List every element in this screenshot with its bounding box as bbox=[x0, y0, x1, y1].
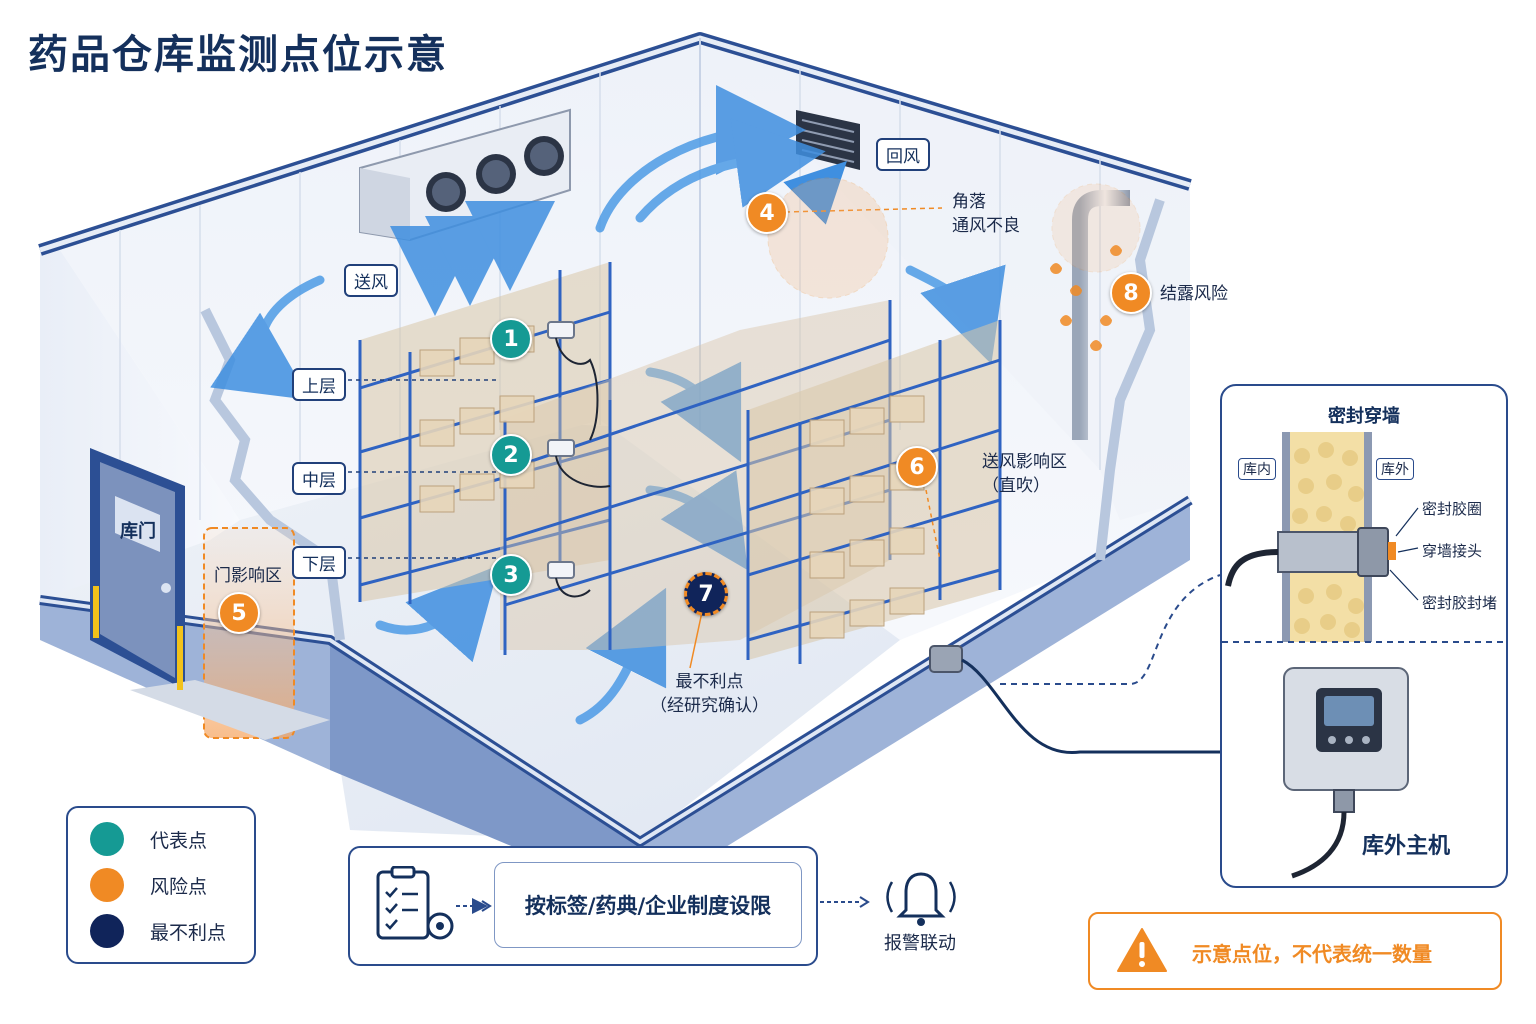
supply-air-tag: 送风 bbox=[344, 264, 398, 297]
legend-worst-label: 最不利点 bbox=[150, 921, 227, 944]
return-air-tag: 回风 bbox=[876, 138, 930, 171]
condensation-pipe bbox=[1050, 183, 1141, 440]
legend-representative: 代表点 bbox=[90, 822, 207, 856]
inside-label: 库内 bbox=[1238, 458, 1276, 480]
point-8-badge: 8 bbox=[1110, 272, 1152, 314]
point-6-label-line2: （直吹） bbox=[982, 476, 1050, 496]
part-sealant: 密封胶封堵 bbox=[1422, 594, 1498, 612]
host-label: 库外主机 bbox=[1362, 834, 1451, 859]
legend-worst: 最不利点 bbox=[90, 914, 226, 948]
level-upper-tag: 上层 bbox=[292, 368, 346, 401]
point-2-badge: 2 bbox=[490, 434, 532, 476]
point-6-label: 送风影响区 （直吹） bbox=[982, 450, 1067, 498]
legend-risk-label: 风险点 bbox=[150, 875, 208, 898]
teal-dot-icon bbox=[90, 822, 124, 856]
point-7-badge: 7 bbox=[684, 572, 728, 616]
warning-icon bbox=[1117, 928, 1167, 972]
point-7-label-line1: 最不利点 bbox=[675, 672, 744, 692]
legend-risk: 风险点 bbox=[90, 868, 207, 902]
point-4-badge: 4 bbox=[746, 192, 788, 234]
level-middle-tag: 中层 bbox=[292, 462, 346, 495]
warehouse-door bbox=[90, 448, 185, 690]
part-seal-ring: 密封胶圈 bbox=[1422, 500, 1483, 518]
point-7-label: 最不利点 （经研究确认） bbox=[650, 670, 769, 718]
legend: 代表点 风险点 最不利点 bbox=[66, 806, 256, 964]
arrow-to-alarm-icon bbox=[820, 896, 870, 908]
seal-detail-panel: 密封穿墙 库内 库外 密封胶圈 穿墙接头 密封胶封堵 库外主机 bbox=[1220, 384, 1508, 888]
point-3-badge: 3 bbox=[490, 554, 532, 596]
level-lower-tag: 下层 bbox=[292, 546, 346, 579]
orange-dot-icon bbox=[90, 868, 124, 902]
point-4-label-line1: 角落 bbox=[952, 192, 986, 212]
point-4-label-line2: 通风不良 bbox=[952, 216, 1020, 236]
checklist-gear-icon bbox=[376, 866, 454, 940]
outside-label: 库外 bbox=[1376, 458, 1414, 480]
point-4-label: 角落 通风不良 bbox=[952, 190, 1020, 238]
alarm-bell-icon bbox=[886, 872, 956, 926]
warning-text: 示意点位，不代表统一数量 bbox=[1192, 942, 1432, 966]
legend-representative-label: 代表点 bbox=[150, 829, 208, 852]
panel-title: 密封穿墙 bbox=[1328, 406, 1400, 427]
point-5-badge: 5 bbox=[218, 592, 260, 634]
door-zone-label: 门影响区 bbox=[214, 566, 282, 586]
navy-dot-icon bbox=[90, 914, 124, 948]
point-6-badge: 6 bbox=[896, 446, 938, 488]
door-label: 库门 bbox=[120, 521, 156, 542]
limit-setting-box: 按标签/药典/企业制度设限 bbox=[494, 862, 802, 948]
wall-penetration-connector bbox=[929, 574, 1221, 754]
warning-box: 示意点位，不代表统一数量 bbox=[1088, 912, 1502, 990]
arrow-icon bbox=[456, 898, 492, 914]
point-1-badge: 1 bbox=[490, 318, 532, 360]
point-8-label: 结露风险 bbox=[1160, 284, 1228, 304]
rack-sensors bbox=[547, 321, 575, 579]
limit-setting-flow: 按标签/药典/企业制度设限 bbox=[348, 846, 818, 966]
point-7-label-line2: （经研究确认） bbox=[650, 696, 769, 716]
point-6-label-line1: 送风影响区 bbox=[982, 452, 1067, 472]
wall-cross-section bbox=[1222, 432, 1506, 879]
air-cooler-unit bbox=[359, 108, 571, 242]
part-wall-connector: 穿墙接头 bbox=[1422, 542, 1483, 560]
alarm-label: 报警联动 bbox=[884, 933, 956, 954]
page-title: 药品仓库监测点位示意 bbox=[28, 32, 448, 78]
